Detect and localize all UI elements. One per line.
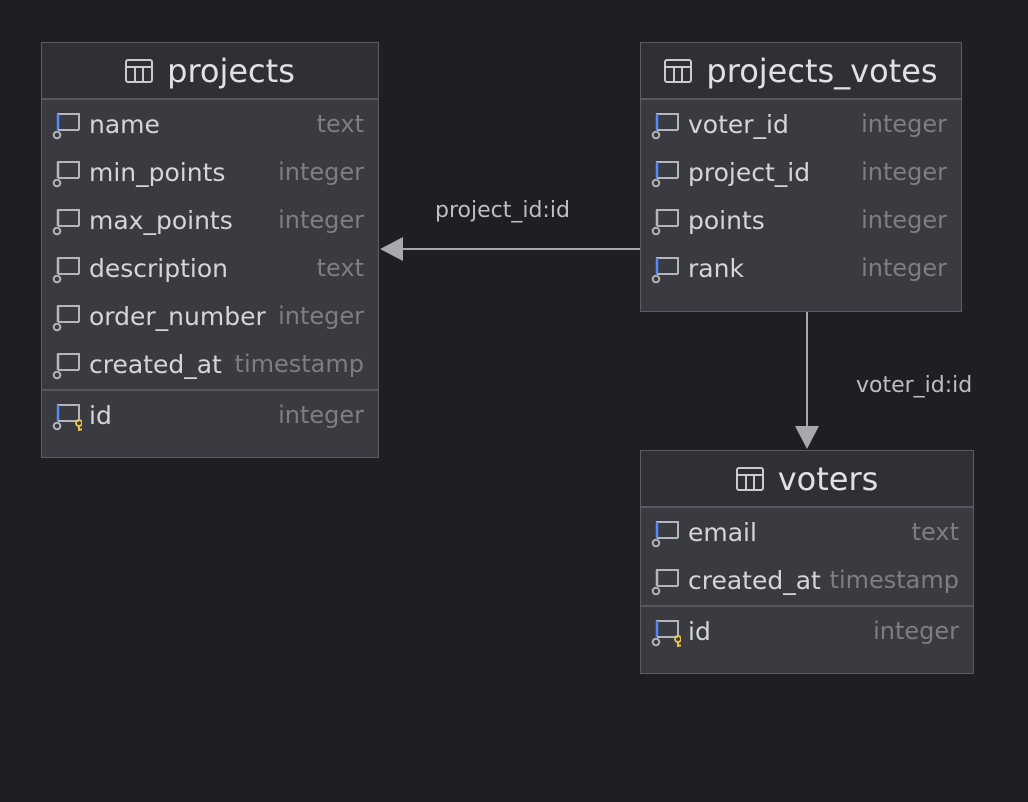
table-header[interactable]: projects xyxy=(42,43,378,100)
column-type: integer xyxy=(873,617,959,645)
primary-key-icon xyxy=(651,617,682,647)
table-title: projects_votes xyxy=(706,51,938,90)
column-indexed-icon xyxy=(651,158,681,188)
column-name: rank xyxy=(688,254,744,283)
column-indexed-icon xyxy=(651,518,681,548)
primary-key-separator xyxy=(42,389,378,391)
primary-key-row[interactable]: id integer xyxy=(42,391,378,439)
column-name: project_id xyxy=(688,158,811,187)
column-indexed-icon xyxy=(52,110,82,140)
relation-projects-votes-to-projects[interactable] xyxy=(380,237,641,261)
column-name: order_number xyxy=(89,302,266,331)
column-name: email xyxy=(688,518,757,547)
column-row-email[interactable]: email text xyxy=(641,508,973,556)
column-icon xyxy=(52,158,82,188)
column-type: integer xyxy=(861,110,947,138)
column-row-description[interactable]: description text xyxy=(42,244,378,292)
primary-key-row[interactable]: id integer xyxy=(641,607,973,655)
column-row-name[interactable]: name text xyxy=(42,100,378,148)
column-name: min_points xyxy=(89,158,226,187)
table-icon xyxy=(664,58,693,83)
column-type: integer xyxy=(861,158,947,186)
column-type: integer xyxy=(861,254,947,282)
column-type: integer xyxy=(861,206,947,234)
column-icon xyxy=(52,302,82,332)
column-row-created-at[interactable]: created_at timestamp xyxy=(641,556,973,604)
arrow-head-icon xyxy=(795,426,819,449)
primary-key-icon xyxy=(52,401,83,431)
column-name: id xyxy=(688,617,711,646)
column-type: text xyxy=(316,254,364,282)
column-name: created_at xyxy=(89,350,222,379)
column-icon xyxy=(52,206,82,236)
column-name: max_points xyxy=(89,206,233,235)
column-row-order-number[interactable]: order_number integer xyxy=(42,292,378,340)
arrow-head-icon xyxy=(380,237,403,261)
column-type: timestamp xyxy=(829,566,959,594)
column-row-created-at[interactable]: created_at timestamp xyxy=(42,340,378,388)
column-name: created_at xyxy=(688,566,821,595)
column-type: integer xyxy=(278,302,364,330)
column-type: integer xyxy=(278,206,364,234)
relation-label-project-id: project_id:id xyxy=(435,198,570,223)
column-row-voter-id[interactable]: voter_id integer xyxy=(641,100,961,148)
column-type: text xyxy=(911,518,959,546)
column-row-project-id[interactable]: project_id integer xyxy=(641,148,961,196)
column-row-rank[interactable]: rank integer xyxy=(641,244,961,292)
column-name: points xyxy=(688,206,765,235)
column-icon xyxy=(651,206,681,236)
table-header[interactable]: projects_votes xyxy=(641,43,961,100)
column-row-min-points[interactable]: min_points integer xyxy=(42,148,378,196)
column-name: name xyxy=(89,110,160,139)
table-icon xyxy=(125,58,154,83)
column-icon xyxy=(52,254,82,284)
table-icon xyxy=(735,466,764,491)
primary-key-separator xyxy=(641,605,973,607)
relation-projects-votes-to-voters[interactable] xyxy=(795,311,819,449)
table-voters[interactable]: voters email text created_at timestamp id int… xyxy=(640,450,974,674)
column-type: integer xyxy=(278,401,364,429)
column-row-max-points[interactable]: max_points integer xyxy=(42,196,378,244)
table-title: voters xyxy=(777,459,879,498)
column-type: integer xyxy=(278,158,364,186)
column-icon xyxy=(651,566,681,596)
column-name: id xyxy=(89,401,112,430)
column-row-points[interactable]: points integer xyxy=(641,196,961,244)
column-icon xyxy=(52,350,82,380)
column-type: text xyxy=(316,110,364,138)
column-name: description xyxy=(89,254,229,283)
column-name: voter_id xyxy=(688,110,789,139)
column-indexed-icon xyxy=(651,110,681,140)
table-title: projects xyxy=(167,51,295,90)
relation-label-voter-id: voter_id:id xyxy=(856,373,973,398)
table-header[interactable]: voters xyxy=(641,451,973,508)
column-list: email text created_at timestamp id integer xyxy=(641,508,973,655)
column-type: timestamp xyxy=(234,350,364,378)
column-indexed-icon xyxy=(651,254,681,284)
